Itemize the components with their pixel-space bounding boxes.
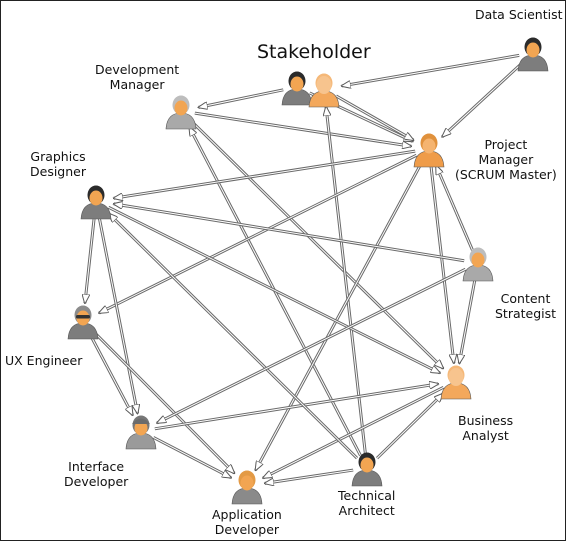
edge-data_scientist-to-stakeholder_b xyxy=(342,53,520,86)
edge-project_manager-to-business_analyst xyxy=(429,162,454,363)
edge-technical_architect-to-application_developer xyxy=(265,468,354,483)
edge-content_strategist-to-interface_developer xyxy=(157,267,467,425)
label-content-strategist: Content Strategist xyxy=(495,291,557,321)
edge-stakeholder_b-to-project_manager xyxy=(335,94,413,142)
edge-ux_engineer-to-application_developer xyxy=(91,329,234,473)
edge-project_manager-to-ux_engineer xyxy=(99,153,418,315)
label-graphics-designer: Graphics Designer xyxy=(30,149,86,179)
edge-content_strategist-to-project_manager xyxy=(434,166,474,251)
stakeholder-title: Stakeholder xyxy=(257,41,371,63)
edge-technical_architect-to-graphics_designer xyxy=(109,214,359,460)
label-application-developer: Application Developer xyxy=(212,507,282,537)
edge-business_analyst-to-application_developer xyxy=(263,385,445,480)
edge-dev_manager-to-project_manager xyxy=(194,111,411,146)
dark-hair-person-icon xyxy=(281,71,313,106)
orange-silhouette-icon xyxy=(440,365,472,400)
nodes-layer xyxy=(67,37,549,505)
edges-layer xyxy=(85,53,524,483)
edge-project_manager-to-application_developer xyxy=(254,160,424,470)
edge-dev_manager-to-business_analyst xyxy=(189,119,443,369)
label-project-manager: Project Manager (SCRUM Master) xyxy=(455,137,557,182)
edge-graphics_designer-to-interface_developer xyxy=(97,214,138,414)
edge-content_strategist-to-graphics_designer xyxy=(114,204,465,263)
orange-silhouette-icon xyxy=(308,73,340,108)
edge-graphics_designer-to-ux_engineer xyxy=(85,214,96,303)
edge-graphics_designer-to-business_analyst xyxy=(107,205,440,375)
orange-person-icon xyxy=(413,133,445,168)
label-interface-developer: Interface Developer xyxy=(64,459,129,489)
dark-hair-person-icon xyxy=(517,37,549,72)
label-ux-engineer: UX Engineer xyxy=(5,353,83,368)
edge-interface_developer-to-application_developer xyxy=(152,436,231,480)
dark-hair-person-icon xyxy=(351,452,383,487)
label-data-scientist: Data Scientist xyxy=(475,7,563,22)
cap-person-icon xyxy=(125,415,157,450)
glasses-person-icon xyxy=(67,305,99,340)
edge-project_manager-to-graphics_designer xyxy=(114,149,416,198)
dark-hair-person-icon xyxy=(80,185,112,220)
edge-data_scientist-to-project_manager xyxy=(442,61,524,136)
orange-hair-person-icon xyxy=(231,470,263,505)
edge-stakeholder_a-to-dev_manager xyxy=(199,88,284,108)
edge-content_strategist-to-business_analyst xyxy=(459,276,477,364)
edge-interface_developer-to-business_analyst xyxy=(154,384,438,431)
edge-ux_engineer-to-interface_developer xyxy=(88,332,134,415)
edge-technical_architect-to-business_analyst xyxy=(375,394,443,460)
grey-hair-person-icon xyxy=(165,95,197,130)
label-technical-architect: Technical Architect xyxy=(338,488,396,518)
label-business-analyst: Business Analyst xyxy=(458,413,514,443)
label-development-manager: Development Manager xyxy=(95,62,180,92)
grey-hair-person-icon xyxy=(462,247,494,282)
